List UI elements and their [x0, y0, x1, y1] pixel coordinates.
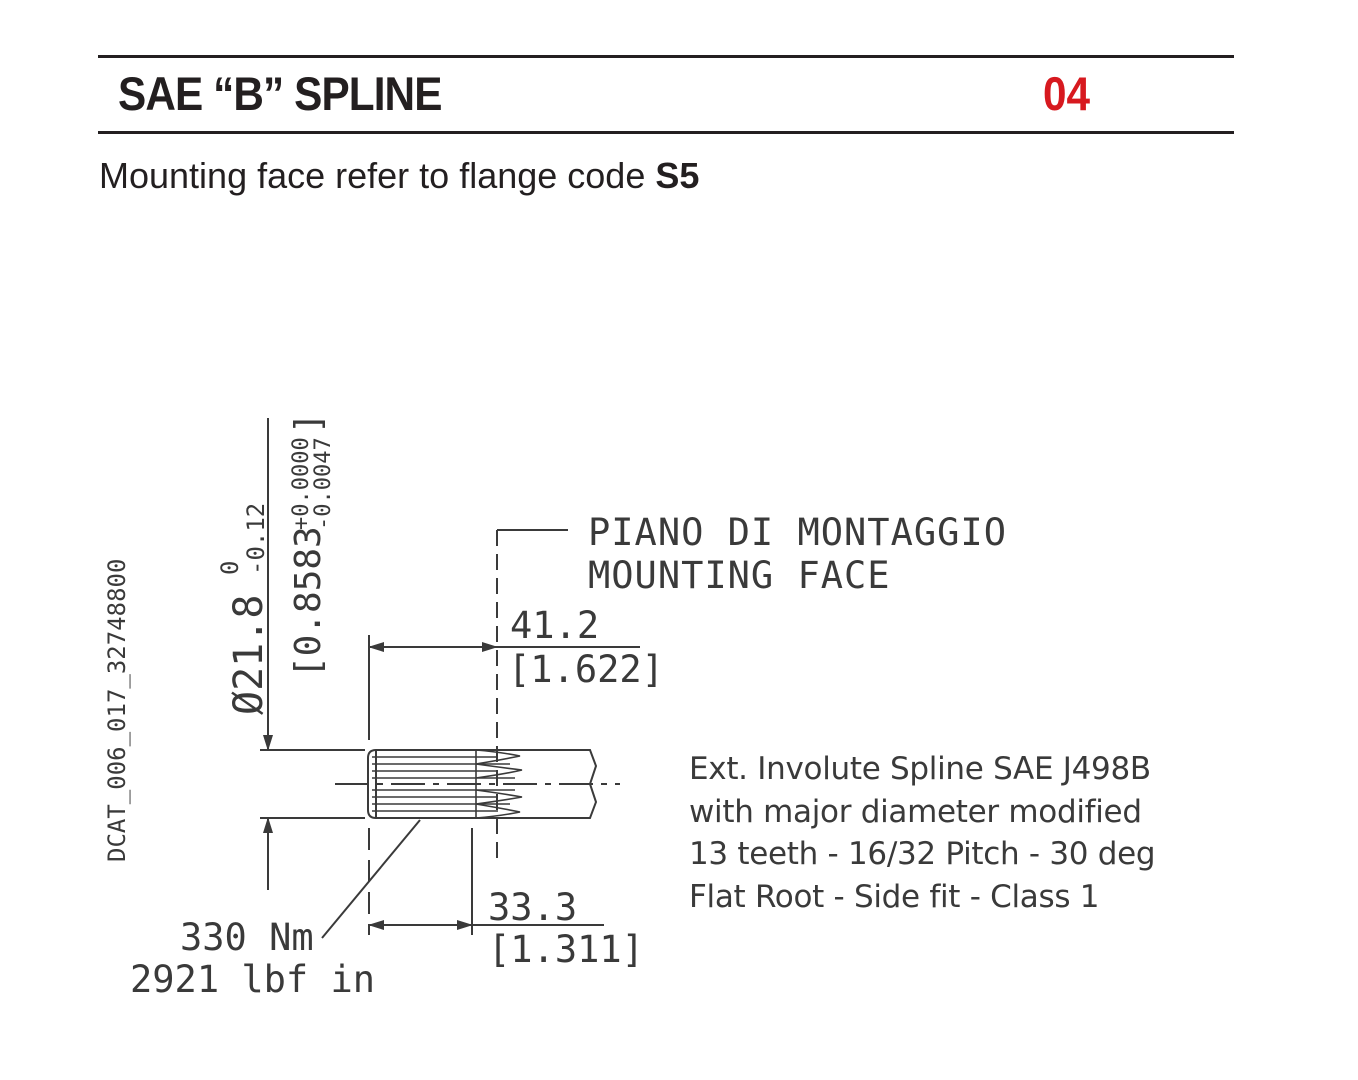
spline-teeth — [372, 749, 523, 819]
page-title: SAE “B” SPLINE — [118, 67, 442, 120]
diameter-label: Ø21.8 0 -0.12 — [216, 503, 272, 715]
spec-line: with major diameter modified — [689, 793, 1142, 830]
torque-lbf: 2921 lbf in — [130, 958, 375, 1001]
length-mm: 41.2 — [510, 604, 599, 647]
header-top-rule — [98, 55, 1234, 58]
spline-length-in: [1.311] — [488, 928, 644, 971]
spec-line: Flat Root - Side fit - Class 1 — [689, 878, 1100, 915]
flange-code: S5 — [655, 155, 700, 196]
diameter-in: [0.8583 — [288, 526, 329, 678]
spec-line: Ext. Involute Spline SAE J498B — [689, 751, 1151, 787]
subtitle: Mounting face refer to flange code S5 — [99, 155, 699, 197]
spec-line: 13 teeth - 16/32 Pitch - 30 deg — [689, 836, 1156, 872]
mounting-face-label-it: PIANO DI MONTAGGIO — [588, 511, 1007, 554]
diameter-tol-lower: -0.12 — [242, 503, 270, 575]
drawing-id: DCAT_006_017_32748800 — [103, 559, 131, 862]
page-code: 04 — [1043, 67, 1091, 120]
shaft-outline — [367, 749, 598, 819]
diameter-in-tol-lower: -0.0047 — [311, 437, 336, 530]
mounting-face-label-en: MOUNTING FACE — [588, 554, 891, 597]
diameter-inch-label: [0.8583 +0.0000 -0.0047 ] — [288, 412, 336, 678]
diameter-tol-upper: 0 — [216, 561, 244, 575]
subtitle-text: Mounting face refer to flange code — [99, 155, 656, 196]
diameter-mm: Ø21.8 — [226, 595, 272, 715]
length-in: [1.622] — [508, 648, 664, 691]
diameter-in-tol-upper: +0.0000 — [289, 437, 314, 530]
torque-nm: 330 Nm — [180, 916, 314, 959]
spline-length-mm: 33.3 — [488, 886, 577, 929]
diameter-in-close: ] — [288, 412, 329, 434]
spline-spec: Ext. Involute Spline SAE J498B with majo… — [689, 748, 1156, 918]
header-bottom-rule — [98, 131, 1234, 134]
torque-leader — [321, 819, 421, 939]
